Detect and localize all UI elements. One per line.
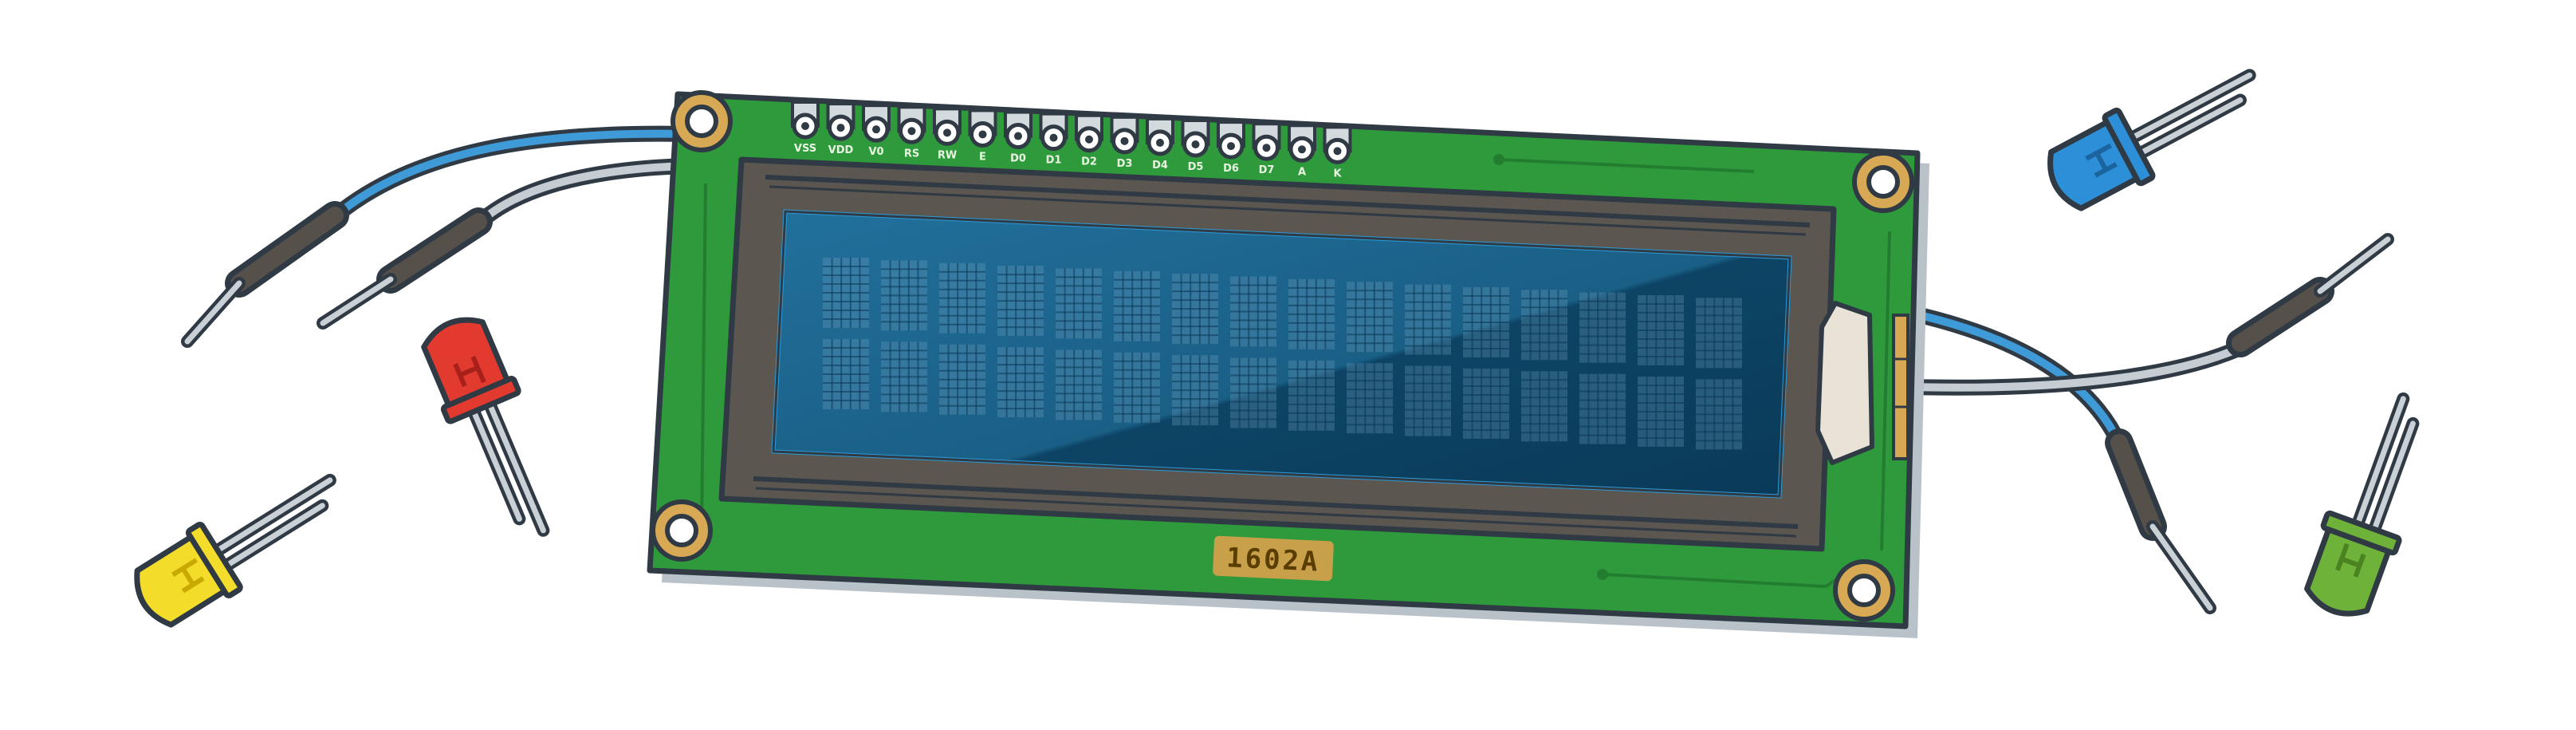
lcd-cell bbox=[1696, 379, 1742, 450]
lcd-cell bbox=[1230, 357, 1276, 428]
lcd-cell bbox=[997, 266, 1044, 337]
green-led bbox=[2304, 392, 2420, 617]
left-wires bbox=[181, 125, 694, 348]
lcd-cell bbox=[1521, 290, 1567, 361]
lcd-cell bbox=[1288, 360, 1335, 431]
lcd-cell bbox=[1638, 377, 1684, 448]
lcd-cell bbox=[1056, 268, 1102, 339]
header-pin-d1: D1 bbox=[1039, 112, 1068, 167]
header-pin-d3: D3 bbox=[1110, 115, 1139, 170]
left-jumper-2 bbox=[317, 207, 493, 329]
left-jumper-1 bbox=[181, 201, 349, 348]
right-jumper-1 bbox=[2105, 428, 2216, 614]
pin-label-k: K bbox=[1333, 168, 1342, 180]
pin-label-d6: D6 bbox=[1223, 163, 1239, 175]
mounting-hole-top-right bbox=[1852, 151, 1914, 213]
pin-label-d3: D3 bbox=[1117, 158, 1133, 170]
pin-label-d7: D7 bbox=[1259, 164, 1275, 176]
lcd-module: VSS VDD V0 RS RW E D0 D1 D2 D3 D4 D5 D6 D7 A K 1602A bbox=[647, 90, 1929, 638]
pin-label-vss: VSS bbox=[794, 143, 816, 155]
pin-label-rw: RW bbox=[938, 149, 957, 161]
pin-label-vdd: VDD bbox=[828, 144, 854, 156]
lcd-character-grid bbox=[823, 258, 1742, 450]
lcd-cell bbox=[1521, 371, 1567, 442]
pin-header: VSS VDD V0 RS RW E D0 D1 D2 D3 D4 D5 D6 D7 A K bbox=[791, 101, 1352, 180]
lcd-cell bbox=[823, 258, 869, 328]
pin-label-d0: D0 bbox=[1010, 153, 1026, 165]
pin-label-rs: RS bbox=[904, 148, 919, 160]
yellow-led bbox=[134, 473, 336, 628]
header-pin-vss: VSS bbox=[791, 101, 820, 155]
pin-label-e: E bbox=[979, 151, 986, 163]
lcd-cell bbox=[997, 347, 1044, 418]
lcd-cell bbox=[1405, 365, 1451, 436]
pin-label-v0: V0 bbox=[868, 146, 883, 158]
lcd-cell bbox=[1579, 373, 1626, 444]
header-pin-rw: RW bbox=[933, 107, 962, 161]
header-pin-d6: D6 bbox=[1217, 120, 1245, 175]
lcd-cell bbox=[1696, 298, 1742, 369]
header-pin-v0: V0 bbox=[862, 104, 891, 158]
mounting-hole-bottom-right bbox=[1833, 559, 1895, 621]
header-pin-d7: D7 bbox=[1252, 122, 1281, 176]
lcd-cell bbox=[1230, 276, 1276, 347]
lcd-cell bbox=[1172, 355, 1218, 426]
right-wires bbox=[1902, 233, 2394, 614]
lcd-cell bbox=[1114, 352, 1160, 423]
lcd-cell bbox=[881, 341, 927, 412]
lcd-cell bbox=[1638, 295, 1684, 366]
model-label-plate: 1602A bbox=[1213, 535, 1334, 582]
header-pin-k: K bbox=[1323, 125, 1352, 180]
header-pin-d0: D0 bbox=[1004, 110, 1032, 165]
header-pin-d4: D4 bbox=[1146, 116, 1174, 172]
lcd-cell bbox=[1405, 284, 1451, 355]
pcb-traces bbox=[700, 154, 1891, 589]
lcd-cell bbox=[1056, 349, 1102, 420]
pin-label-d1: D1 bbox=[1046, 155, 1062, 167]
mounting-hole-bottom-left bbox=[651, 499, 713, 562]
lcd-cell bbox=[1347, 363, 1393, 434]
lcd-cell bbox=[1114, 270, 1160, 341]
model-label: 1602A bbox=[1225, 542, 1320, 578]
pin-label-a: A bbox=[1298, 166, 1306, 178]
blue-led bbox=[2047, 69, 2256, 211]
lcd-cell bbox=[1347, 282, 1393, 353]
pin-label-d2: D2 bbox=[1081, 156, 1097, 168]
header-pin-rs: RS bbox=[897, 105, 926, 160]
header-pin-vdd: VDD bbox=[826, 102, 855, 156]
header-pin-e: E bbox=[968, 109, 997, 163]
lcd-cell bbox=[881, 260, 927, 331]
lcd-cell bbox=[1463, 286, 1509, 357]
pin-label-d4: D4 bbox=[1152, 160, 1168, 172]
header-pin-d2: D2 bbox=[1075, 113, 1103, 168]
lcd-cell bbox=[1579, 292, 1626, 363]
lcd-cell bbox=[1288, 278, 1335, 349]
header-pin-a: A bbox=[1288, 124, 1316, 178]
right-jumper-2 bbox=[2226, 233, 2394, 357]
lcd-cell bbox=[939, 262, 985, 333]
lcd-cell bbox=[1172, 274, 1218, 345]
lcd-cell bbox=[939, 344, 985, 415]
mounting-hole-top-left bbox=[671, 90, 733, 152]
backlight-connector bbox=[1815, 301, 1909, 465]
red-led bbox=[421, 317, 550, 537]
lcd-cell bbox=[1463, 368, 1509, 439]
lcd-cell bbox=[823, 339, 869, 409]
pin-label-d5: D5 bbox=[1188, 161, 1204, 173]
header-pin-d5: D5 bbox=[1181, 119, 1210, 173]
